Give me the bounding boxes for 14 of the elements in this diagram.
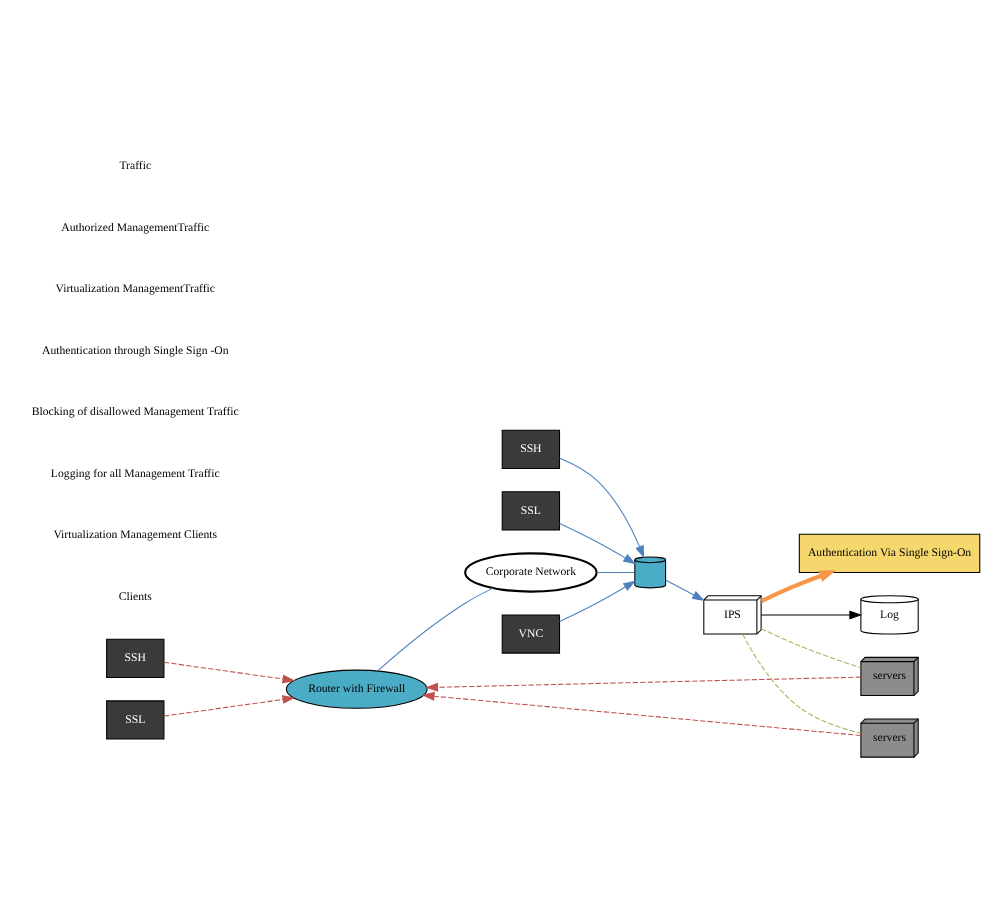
arrow — [759, 570, 836, 603]
arrow — [424, 676, 861, 692]
arrow — [664, 579, 704, 601]
arrow — [162, 695, 295, 717]
connector — [759, 628, 860, 669]
arrow — [162, 661, 295, 684]
arrow — [420, 691, 861, 736]
arrow — [759, 610, 862, 620]
arrow — [558, 522, 635, 565]
connector — [595, 571, 634, 573]
connector — [376, 587, 493, 672]
connector — [741, 633, 861, 734]
arrow — [558, 457, 644, 559]
arrow — [558, 580, 635, 623]
